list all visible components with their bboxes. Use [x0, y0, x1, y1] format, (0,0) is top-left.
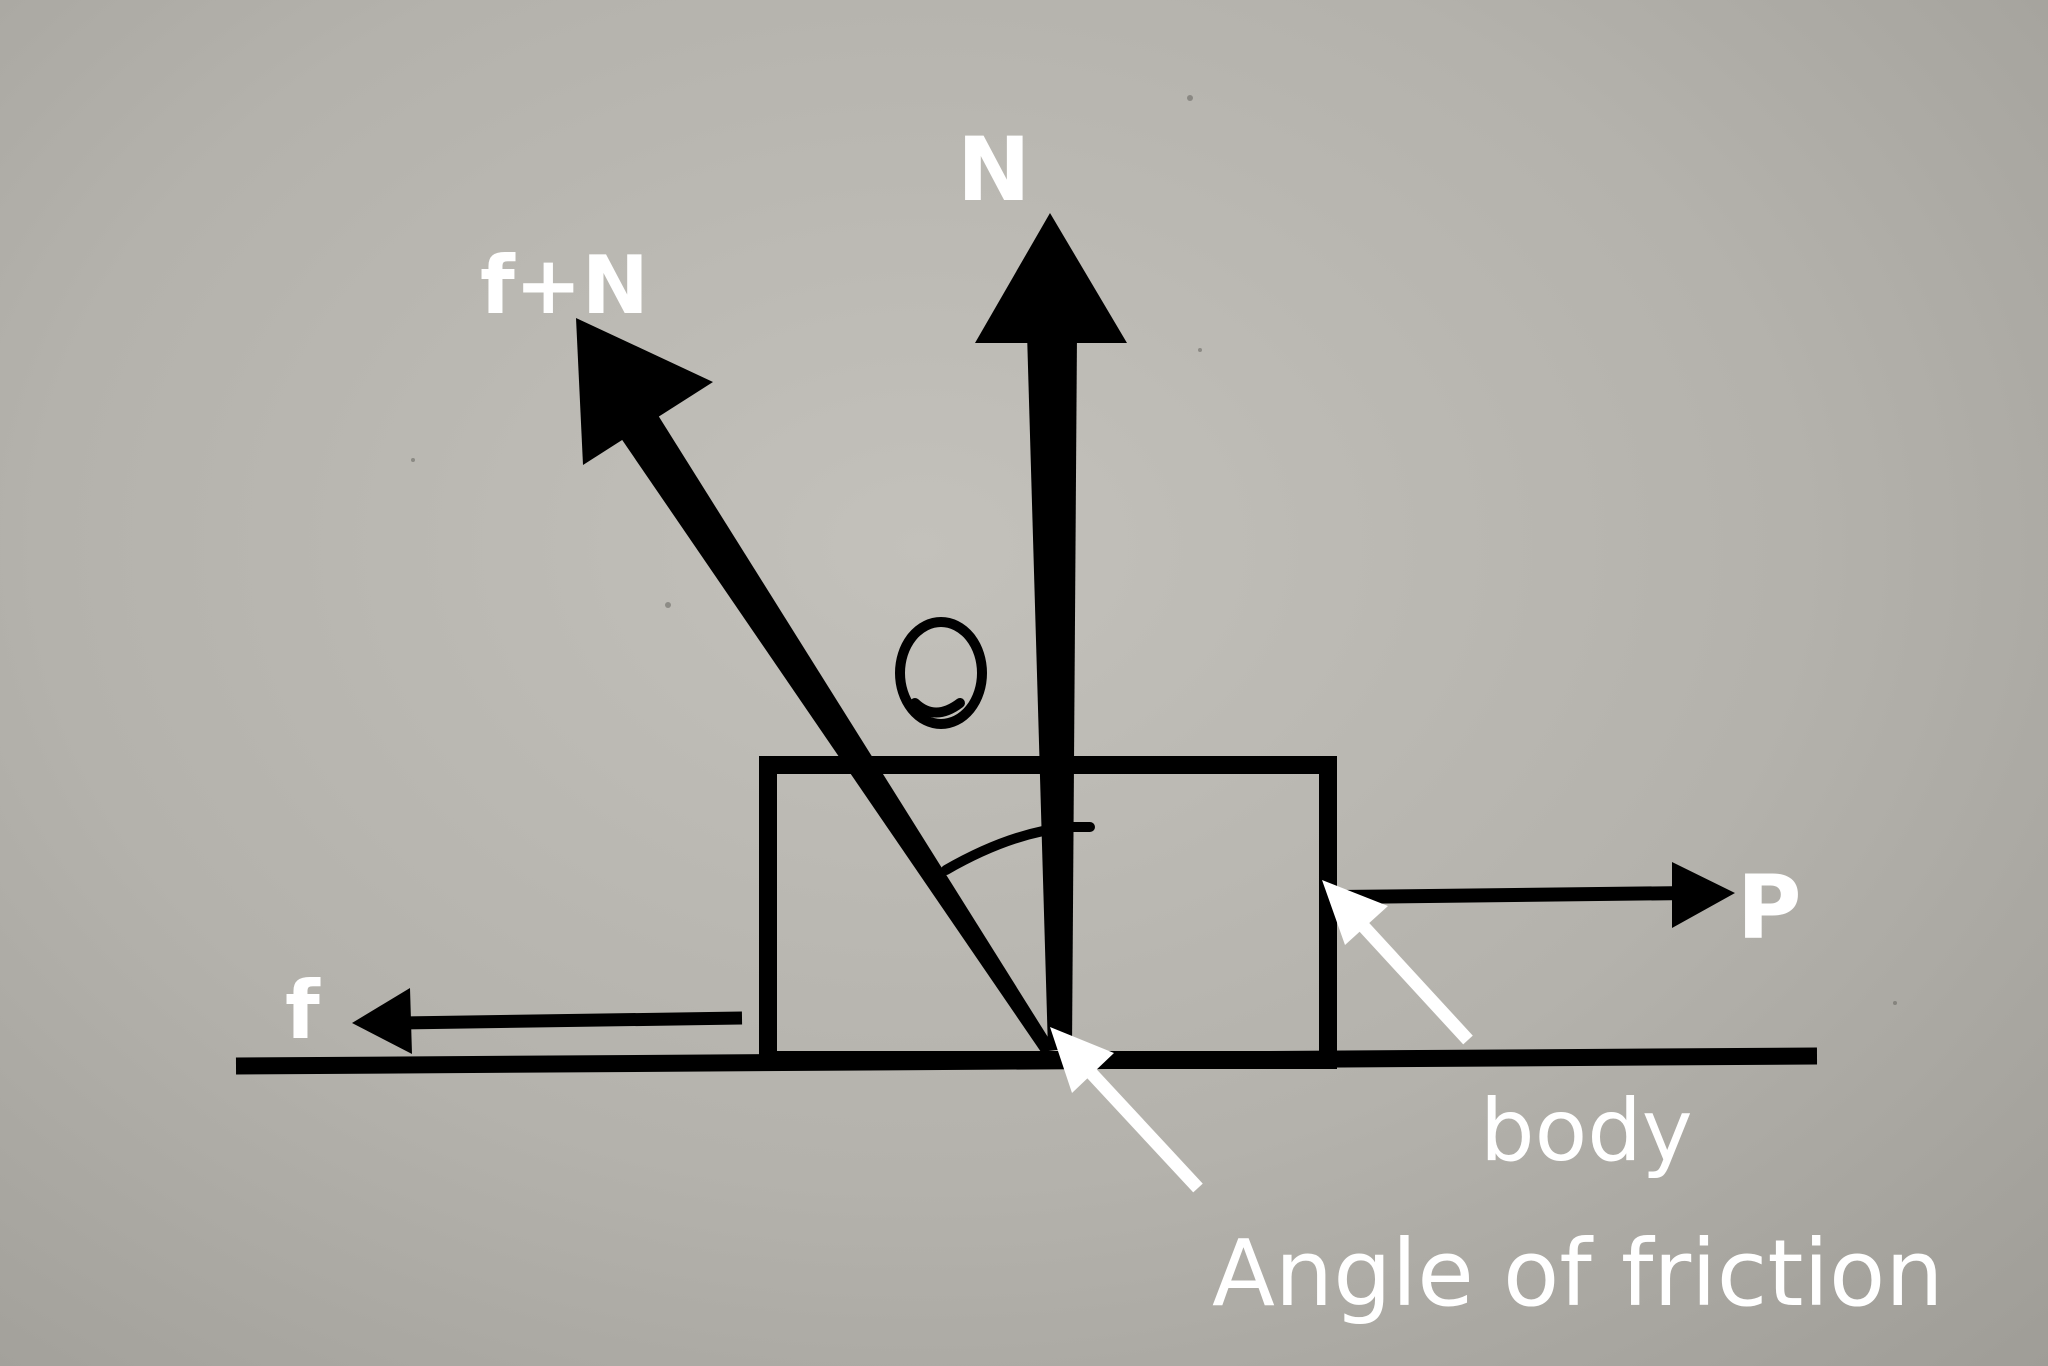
angle-of-friction-label: Angle of friction: [1212, 1220, 1944, 1327]
resultant-force-shaft: [614, 404, 1056, 1052]
body-label: body: [1480, 1081, 1693, 1181]
angle-arc: [941, 822, 1095, 875]
normal-force-shaft: [1027, 333, 1077, 1050]
body-pointer-arrowhead: [1322, 880, 1388, 945]
push-force-arrowhead: [1672, 862, 1735, 928]
friction-force-label: f: [285, 964, 321, 1057]
push-force-label: P: [1737, 856, 1802, 959]
push-force-shaft: [1337, 886, 1691, 904]
angle-pointer-arrowhead: [1050, 1027, 1114, 1093]
normal-force-label: N: [957, 118, 1031, 221]
normal-force-arrowhead: [975, 213, 1127, 343]
resultant-force-arrowhead: [576, 318, 713, 465]
resultant-force-label: f+N: [480, 239, 649, 332]
friction-force-arrowhead: [352, 988, 412, 1054]
paper-specks: [411, 95, 1897, 1005]
friction-force-shaft: [399, 1011, 743, 1030]
theta-symbol: [895, 617, 987, 729]
